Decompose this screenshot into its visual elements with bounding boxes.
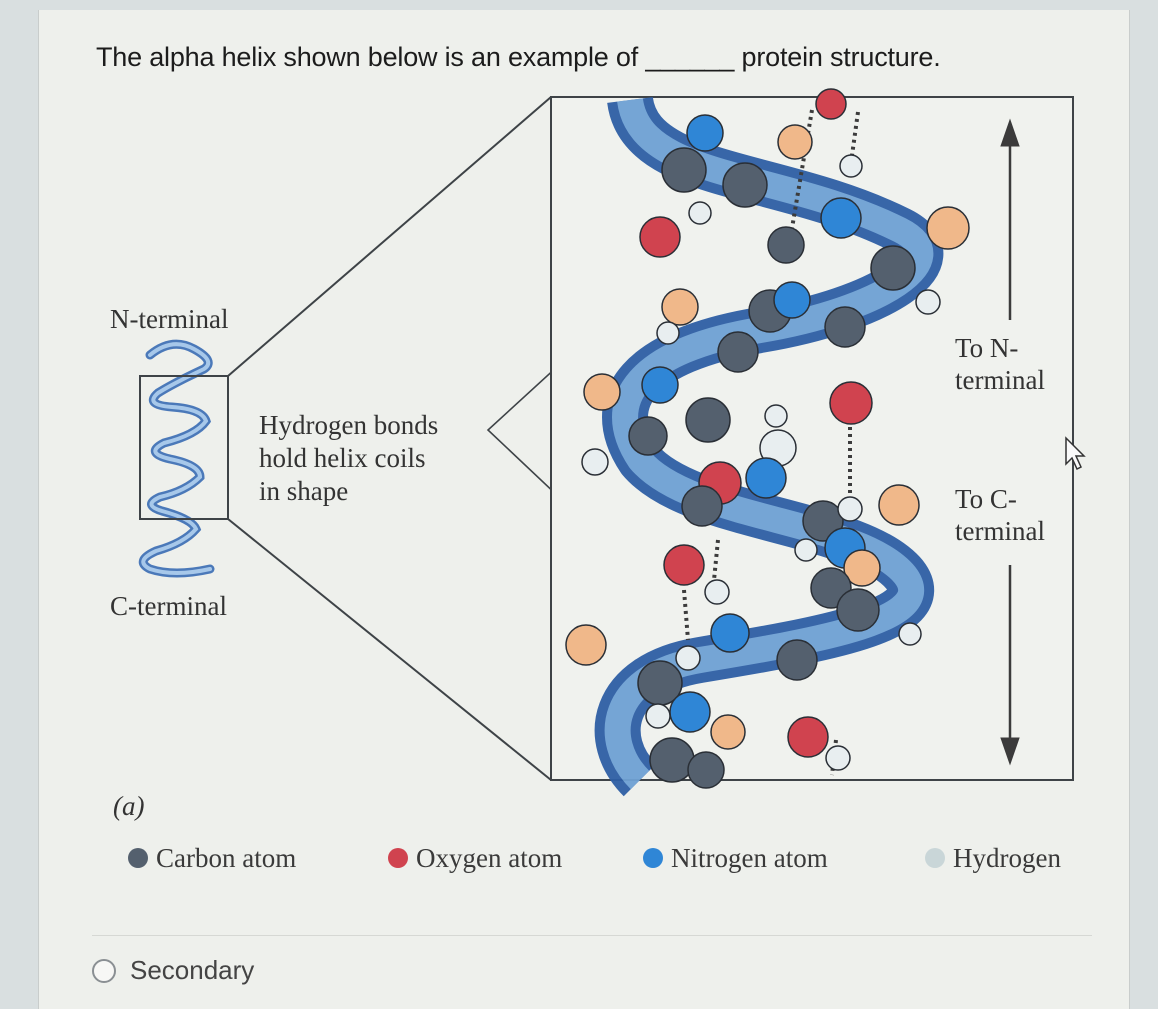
- hbond-label-line-3: in shape: [259, 476, 349, 506]
- to-n-terminal-line-2: terminal: [955, 365, 1045, 395]
- divider: [92, 935, 1092, 936]
- nitrogen-swatch-icon: [643, 847, 663, 868]
- zoom-line-bottom: [227, 518, 552, 781]
- answer-option-secondary[interactable]: Secondary: [92, 955, 254, 986]
- zoom-line-top: [227, 96, 552, 377]
- oxygen-swatch-icon: [388, 847, 408, 868]
- to-c-terminal-line-2: terminal: [955, 516, 1045, 546]
- carbon-swatch-icon: [128, 847, 148, 868]
- panel-label: (a): [113, 791, 145, 821]
- to-n-terminal-line-1: To N-: [955, 333, 1019, 363]
- zoom-box: [139, 375, 229, 520]
- c-terminal-label: C-terminal: [110, 591, 227, 621]
- answer-option-label: Secondary: [130, 955, 255, 985]
- atoms: [565, 88, 970, 789]
- question-text: The alpha helix shown below is an exampl…: [96, 42, 941, 72]
- to-c-terminal-line-1: To C-: [955, 484, 1017, 514]
- legend-hydrogen: Hydrogen: [925, 843, 1061, 874]
- helix-ribbon: [594, 95, 944, 797]
- mouse-cursor-icon: [1065, 436, 1086, 471]
- legend-oxygen: Oxygen atom: [388, 843, 562, 874]
- legend-carbon: Carbon atom: [128, 843, 296, 874]
- hbond-label-line-2: hold helix coils: [259, 443, 426, 473]
- small-helix-icon: [138, 339, 215, 578]
- hydrogen-swatch-icon: [925, 847, 945, 868]
- direction-arrows: [1000, 118, 1020, 766]
- hbond-label-line-1: Hydrogen bonds: [259, 410, 439, 440]
- radio-button-icon[interactable]: [92, 958, 116, 983]
- n-terminal-label: N-terminal: [110, 304, 229, 334]
- legend-nitrogen: Nitrogen atom: [643, 843, 828, 874]
